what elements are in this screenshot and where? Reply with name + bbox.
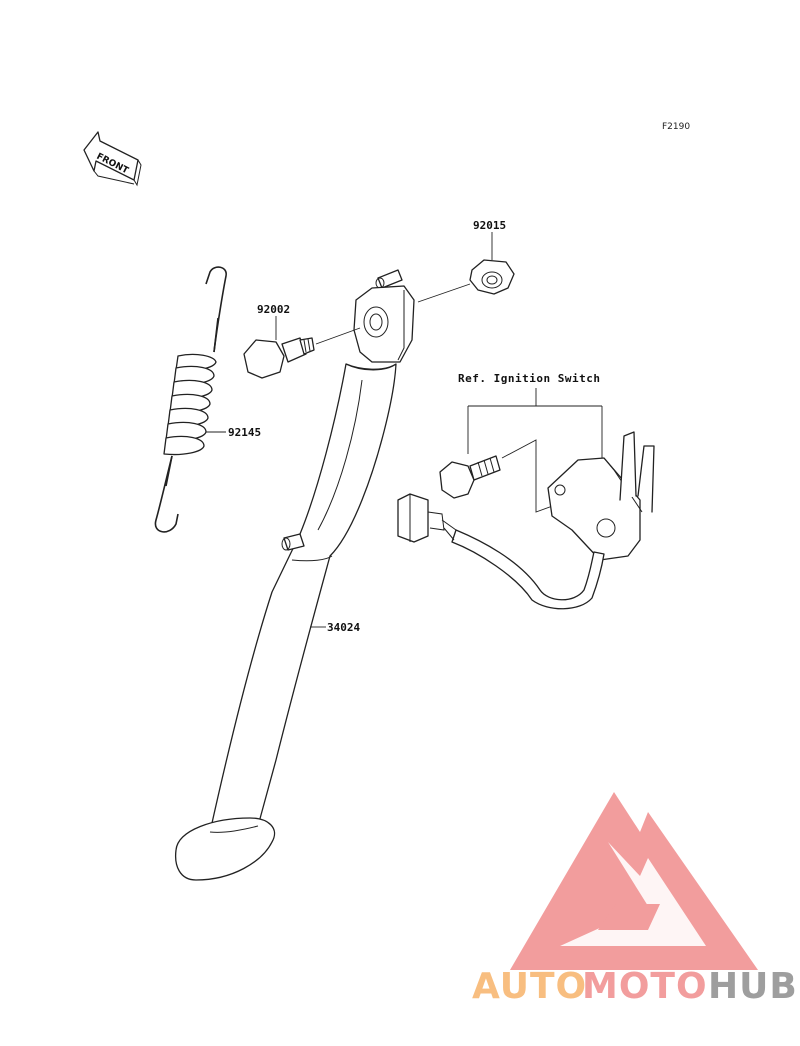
automotohub-watermark-logo: AUTO MOTO HUB (472, 792, 798, 1007)
callout-spring: 92145 (228, 426, 261, 439)
pivot-pin (375, 269, 403, 289)
front-arrow-icon: FRONT (83, 131, 142, 187)
ref-ignition-switch-label: Ref. Ignition Switch (458, 372, 600, 385)
figure-id: F2190 (662, 122, 690, 132)
switch-bolt-part (439, 455, 501, 499)
callout-bolt: 92002 (257, 303, 290, 316)
side-stand-part (174, 285, 415, 881)
watermark-text-auto: AUTO (472, 966, 587, 1007)
watermark-text-hub: HUB (708, 966, 798, 1007)
side-stand-switch-part (397, 431, 655, 610)
watermark-text-moto: MOTO (582, 966, 708, 1007)
callout-nut: 92015 (473, 219, 506, 232)
callout-stand: 34024 (327, 621, 360, 634)
spring-part (154, 266, 227, 533)
nut-part (469, 259, 515, 295)
bolt-part (243, 337, 315, 379)
